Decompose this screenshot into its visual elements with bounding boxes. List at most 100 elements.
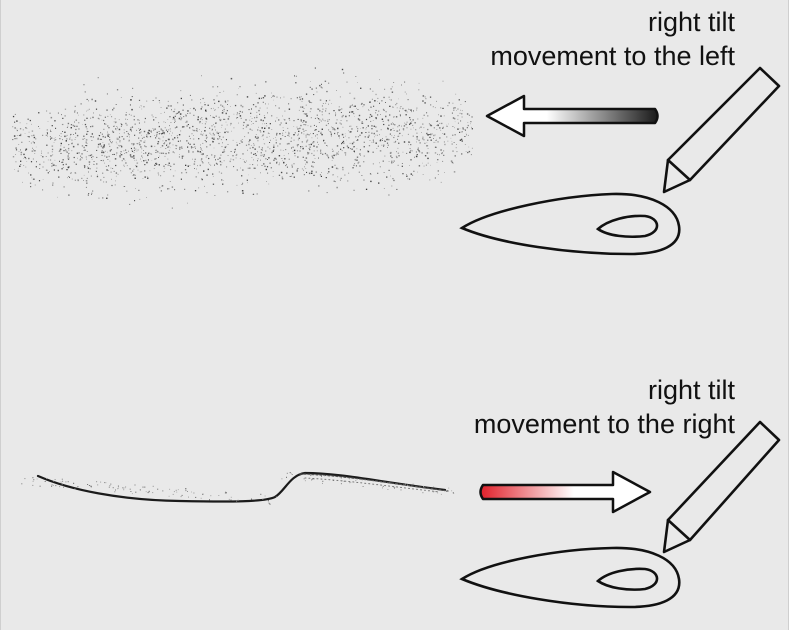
grain-dot [59,150,61,152]
grain-dot [49,136,51,138]
grain-dot [276,134,278,136]
grain-dot [353,97,356,100]
grain-dot [294,75,295,77]
grain-dot [175,113,177,115]
grain-dot [107,115,109,117]
grain-dot [218,116,220,118]
grain-dot [265,168,267,171]
grain-dot [120,123,122,125]
grain-dot [225,112,227,115]
grain-dot [172,118,174,120]
speckle-dot [175,489,177,491]
speckle-dot [122,487,124,489]
grain-dot [181,157,183,159]
grain-dot [460,104,462,105]
grain-dot [230,77,233,80]
grain-dot [322,103,324,104]
grain-dot [147,133,148,134]
speckle-dot [97,484,99,486]
speckle-dot [77,486,79,488]
grain-dot [62,167,64,169]
grain-dot [232,139,234,141]
grain-dot [298,130,300,132]
grain-dot [291,175,293,177]
grain-dot [192,125,194,128]
grain-dot [86,128,88,130]
grain-dot [278,164,280,166]
grain-dot [328,112,330,115]
grain-dot [155,152,157,153]
speckle-dot [63,486,64,488]
grain-dot [16,120,18,122]
grain-dot [144,170,146,172]
grain-dot [131,143,133,145]
grain-dot [406,111,408,113]
grain-dot [86,130,88,133]
grain-dot [168,188,170,190]
grain-dot [54,137,56,138]
grain-dot [429,134,431,135]
grain-dot [31,130,34,132]
grain-dot [296,126,298,128]
grain-dot [118,128,121,131]
speckle-dot [172,493,174,495]
grain-dot [254,178,256,179]
grain-dot [205,156,207,158]
grain-dot [84,165,86,167]
grain-dot [344,133,346,135]
grain-dot [91,125,94,128]
grain-dot [141,148,143,150]
grain-dot [437,141,439,143]
grain-dot [74,111,76,113]
grain-dot [436,162,438,163]
grain-dot [315,129,317,131]
grain-dot [371,98,373,100]
grain-dot [262,119,264,122]
grain-dot [36,161,37,163]
grain-dot [176,112,178,114]
grain-dot [452,162,454,164]
speckle-dot [268,502,270,504]
speckle-dot [290,472,292,474]
grain-dot [68,167,70,168]
grain-dot [96,163,98,165]
grain-dot [130,156,132,157]
grain-dot [133,115,135,117]
grain-dot [116,126,118,127]
grain-dot [120,145,123,148]
grain-dot [409,119,411,121]
grain-dot [440,181,442,183]
speckle-dot [46,477,48,479]
grain-dot [156,150,158,152]
grain-dot [117,127,118,129]
grain-dot [81,177,83,179]
grain-dot [166,107,168,109]
grain-dot [187,124,189,126]
grain-dot [293,134,295,136]
grain-dot [179,146,181,148]
grain-dot [47,152,49,154]
grain-dot [112,130,114,132]
grain-dot [152,116,154,118]
grain-dot [167,158,169,160]
grain-dot [470,121,472,123]
grain-dot [382,120,384,122]
grain-dot [30,142,32,144]
grain-dot [443,133,446,135]
grain-dot [114,158,117,160]
grain-dot [141,161,142,162]
grain-dot [187,113,189,114]
grain-dot [298,137,300,139]
grain-dot [346,139,347,141]
grain-dot [105,181,107,183]
grain-dot [281,177,284,180]
grain-dot [333,180,335,182]
grain-dot [88,171,89,173]
grain-dot [109,114,111,116]
grain-dot [143,141,145,143]
grain-dot [116,89,119,91]
grain-dot [390,155,392,157]
grain-dot [333,128,335,130]
grain-dot [437,159,439,161]
grain-dot [377,172,379,174]
